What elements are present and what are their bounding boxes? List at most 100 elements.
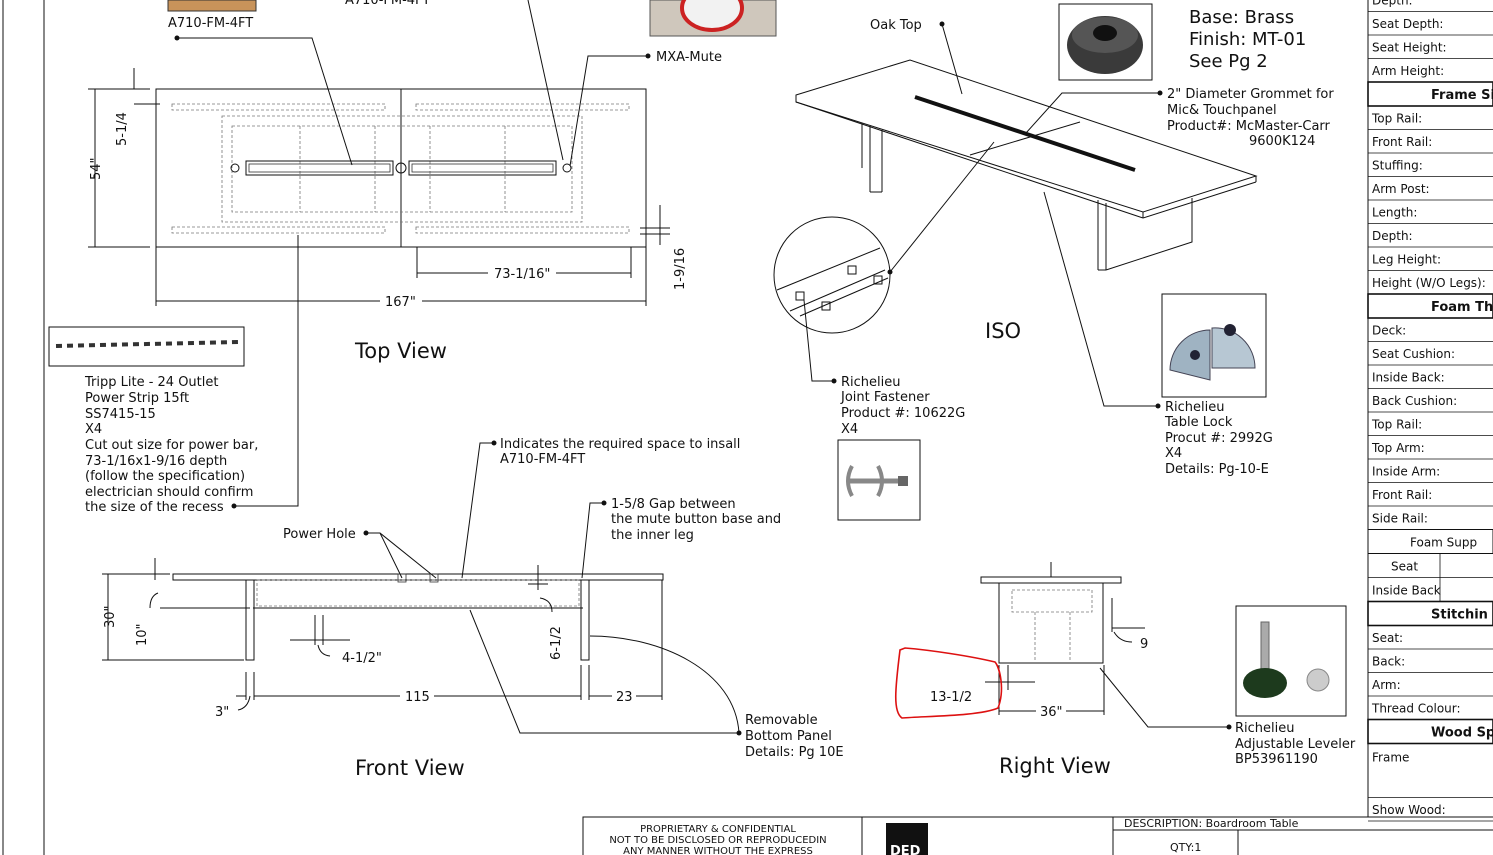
gap-note-3: the inner leg (611, 528, 694, 543)
spec-row-label: Foam Supp (1410, 536, 1477, 550)
oak-top-label: Oak Top (870, 18, 922, 33)
part-label-a710: A710-FM-4FT (168, 16, 253, 31)
front-apron-dashed (256, 579, 580, 607)
leveler-line-1: Richelieu (1235, 721, 1295, 736)
lock-line-4: X4 (1165, 446, 1182, 461)
power-hole-label: Power Hole (283, 527, 356, 542)
power-strip-line-1: Tripp Lite - 24 Outlet (84, 375, 218, 390)
leader-line (234, 235, 299, 507)
fastener-image (898, 476, 908, 486)
power-recess-right-inner (411, 163, 554, 173)
panel-note-2: Bottom Panel (745, 729, 832, 744)
dim-115: 115 (405, 690, 430, 705)
spec-row-label: Frame Si (1431, 88, 1493, 103)
iso-view: Oak Top Base: Brass Finish: MT-01 See Pg… (773, 3, 1334, 521)
gap-note-1: 1-5/8 Gap between (611, 497, 736, 512)
rail-dashed (171, 103, 386, 111)
dim-label-bg (380, 292, 422, 308)
grommet-line-2: Mic& Touchpanel (1167, 103, 1277, 118)
detail-fastener (847, 265, 857, 275)
dim-label-bg (400, 687, 434, 703)
leader-line (569, 55, 648, 167)
fastener-image (876, 465, 884, 497)
lock-line-5: Details: Pg-10-E (1165, 462, 1269, 477)
description-label: DESCRIPTION: Boardroom Table (1124, 817, 1299, 830)
spec-row-label: Inside Back: (1372, 371, 1445, 385)
spec-row-label: Top Arm: (1371, 441, 1425, 455)
dim-curve (317, 644, 331, 657)
dim-4-5: 4-1/2" (342, 651, 382, 666)
grommet-hole-image (1093, 25, 1117, 41)
power-recess-left (245, 160, 394, 176)
table-lock-image (1224, 324, 1236, 336)
panel-note-1: Removable (745, 713, 818, 728)
power-strip-line-8: electrician should confirm (85, 485, 253, 500)
dim-curve (237, 695, 251, 711)
fastener-line-2: Joint Fastener (840, 390, 930, 405)
spec-row-label: Arm: (1372, 678, 1401, 692)
spec-row-label: Top Rail: (1371, 418, 1422, 432)
spec-table: Depth:"Seat Depth:Seat Height:Arm Height… (1367, 0, 1493, 822)
spec-row-label: Stuffing: (1372, 159, 1423, 173)
spec-row-label: Front Rail: (1372, 488, 1432, 502)
spec-row-label: Arm Height: (1372, 64, 1444, 78)
rail-dashed (415, 103, 630, 111)
top-view: A710-FM-4FT A710-FM-4FT MXA-Mute (88, 0, 777, 363)
dim-9: 9 (1140, 637, 1148, 652)
power-hole-mark (429, 573, 439, 583)
iso-leg-panel (1105, 198, 1193, 271)
leveler-nut-image (1306, 668, 1330, 692)
leader-curve (589, 635, 740, 734)
fastener-photo (837, 439, 921, 521)
spec-row-label: Top Rail: (1371, 112, 1422, 126)
company-logo (886, 823, 928, 855)
space-note-1: Indicates the required space to insall (500, 437, 740, 452)
dim-6-5: 6-1/2 (549, 626, 564, 660)
power-strip-line-5: Cut out size for power bar, (85, 438, 258, 453)
spec-row-label: Height (W/O Legs): (1372, 276, 1486, 290)
spec-row-label: Back: (1372, 655, 1405, 669)
spec-row-label: Side Rail: (1372, 512, 1428, 526)
spec-row-label: Frame (1372, 751, 1409, 765)
dim-54: 54" (89, 157, 104, 180)
front-leg-right (580, 579, 590, 661)
dim-10: 10" (135, 623, 150, 646)
detail-fastener (873, 275, 883, 285)
spec-section-header (1367, 718, 1493, 745)
fastener-image (846, 465, 854, 497)
leader-line (889, 141, 995, 273)
right-base-dashed (1011, 589, 1093, 613)
dim-36: 36" (1040, 705, 1063, 720)
table-lock-photo (1161, 293, 1267, 398)
power-strip-line-6: 73-1/16x1-9/16 depth (85, 454, 227, 469)
dim-curve (149, 592, 159, 609)
leader-line (1043, 191, 1158, 407)
part-label-a710-cut: A710-FM-4FT (345, 0, 430, 8)
front-view-title: Front View (355, 756, 465, 780)
base-line-1: Base: Brass (1189, 7, 1294, 28)
power-recess-left-inner (248, 163, 391, 173)
leader-line (1025, 92, 1160, 134)
base-dashed (221, 115, 583, 223)
power-strip-line-2: Power Strip 15ft (85, 391, 189, 406)
dim-curve (539, 597, 553, 613)
detail-rail (789, 269, 886, 312)
iso-title: ISO (985, 319, 1021, 343)
right-view-title: Right View (999, 754, 1111, 778)
base-line-2: Finish: MT-01 (1189, 29, 1306, 50)
dim-label-bg (488, 264, 556, 280)
power-strip-photo (48, 326, 245, 367)
grommet-hole (562, 163, 572, 173)
lock-line-1: Richelieu (1165, 400, 1225, 415)
dim-23: 23 (616, 690, 633, 705)
spec-row-label: Foam Thick (1431, 300, 1493, 315)
rail-dashed (415, 226, 630, 234)
top-view-title: Top View (354, 339, 447, 363)
lock-line-3: Procut #: 2992G (1165, 431, 1273, 446)
confidential-line-2: NOT TO BE DISCLOSED OR REPRODUCEDIN (609, 835, 826, 846)
leader-line (581, 502, 604, 579)
spec-row-label: Leg Height: (1372, 253, 1441, 267)
dim-curve (1113, 631, 1133, 643)
detail-rail (776, 247, 881, 291)
